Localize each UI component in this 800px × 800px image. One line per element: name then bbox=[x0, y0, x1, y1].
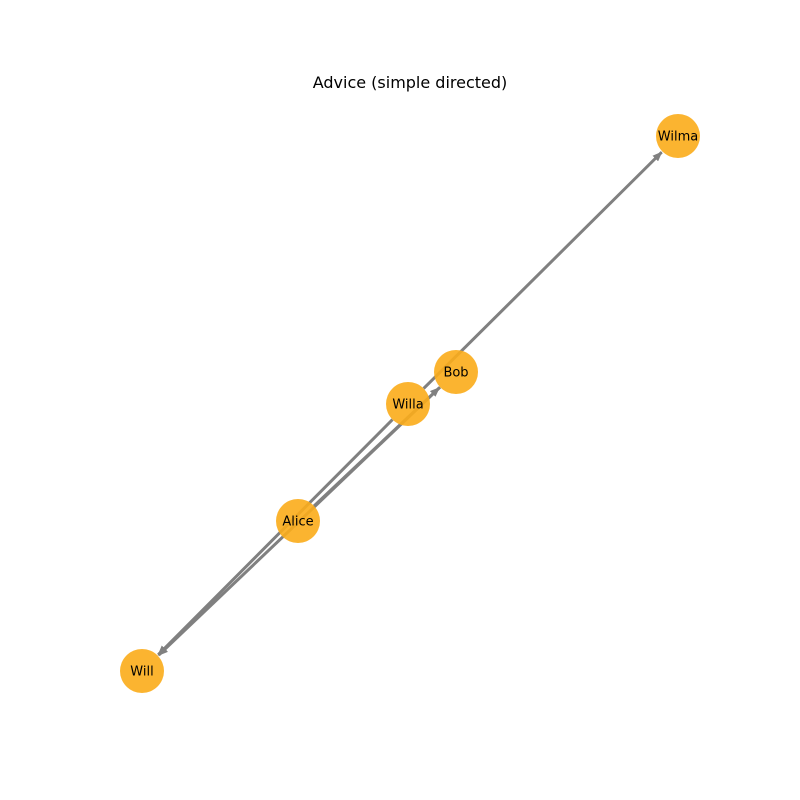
node-wilma: Wilma bbox=[656, 114, 700, 158]
node-circle-alice bbox=[276, 499, 320, 543]
edge-willa-to-will bbox=[157, 418, 394, 656]
diagram-title: Advice (simple directed) bbox=[313, 73, 508, 92]
node-will: Will bbox=[120, 649, 164, 693]
node-willa: Willa bbox=[386, 382, 430, 426]
node-circle-will bbox=[120, 649, 164, 693]
node-label-wilma: Wilma bbox=[658, 130, 698, 145]
node-alice: Alice bbox=[276, 499, 320, 543]
edge-willa-to-wilma bbox=[422, 151, 663, 390]
node-label-alice: Alice bbox=[282, 515, 313, 530]
node-label-bob: Bob bbox=[443, 366, 468, 381]
node-bob: Bob bbox=[434, 350, 478, 394]
node-circle-willa bbox=[386, 382, 430, 426]
node-label-willa: Willa bbox=[392, 398, 423, 413]
node-circle-bob bbox=[434, 350, 478, 394]
node-circle-wilma bbox=[656, 114, 700, 158]
node-label-will: Will bbox=[130, 665, 153, 680]
